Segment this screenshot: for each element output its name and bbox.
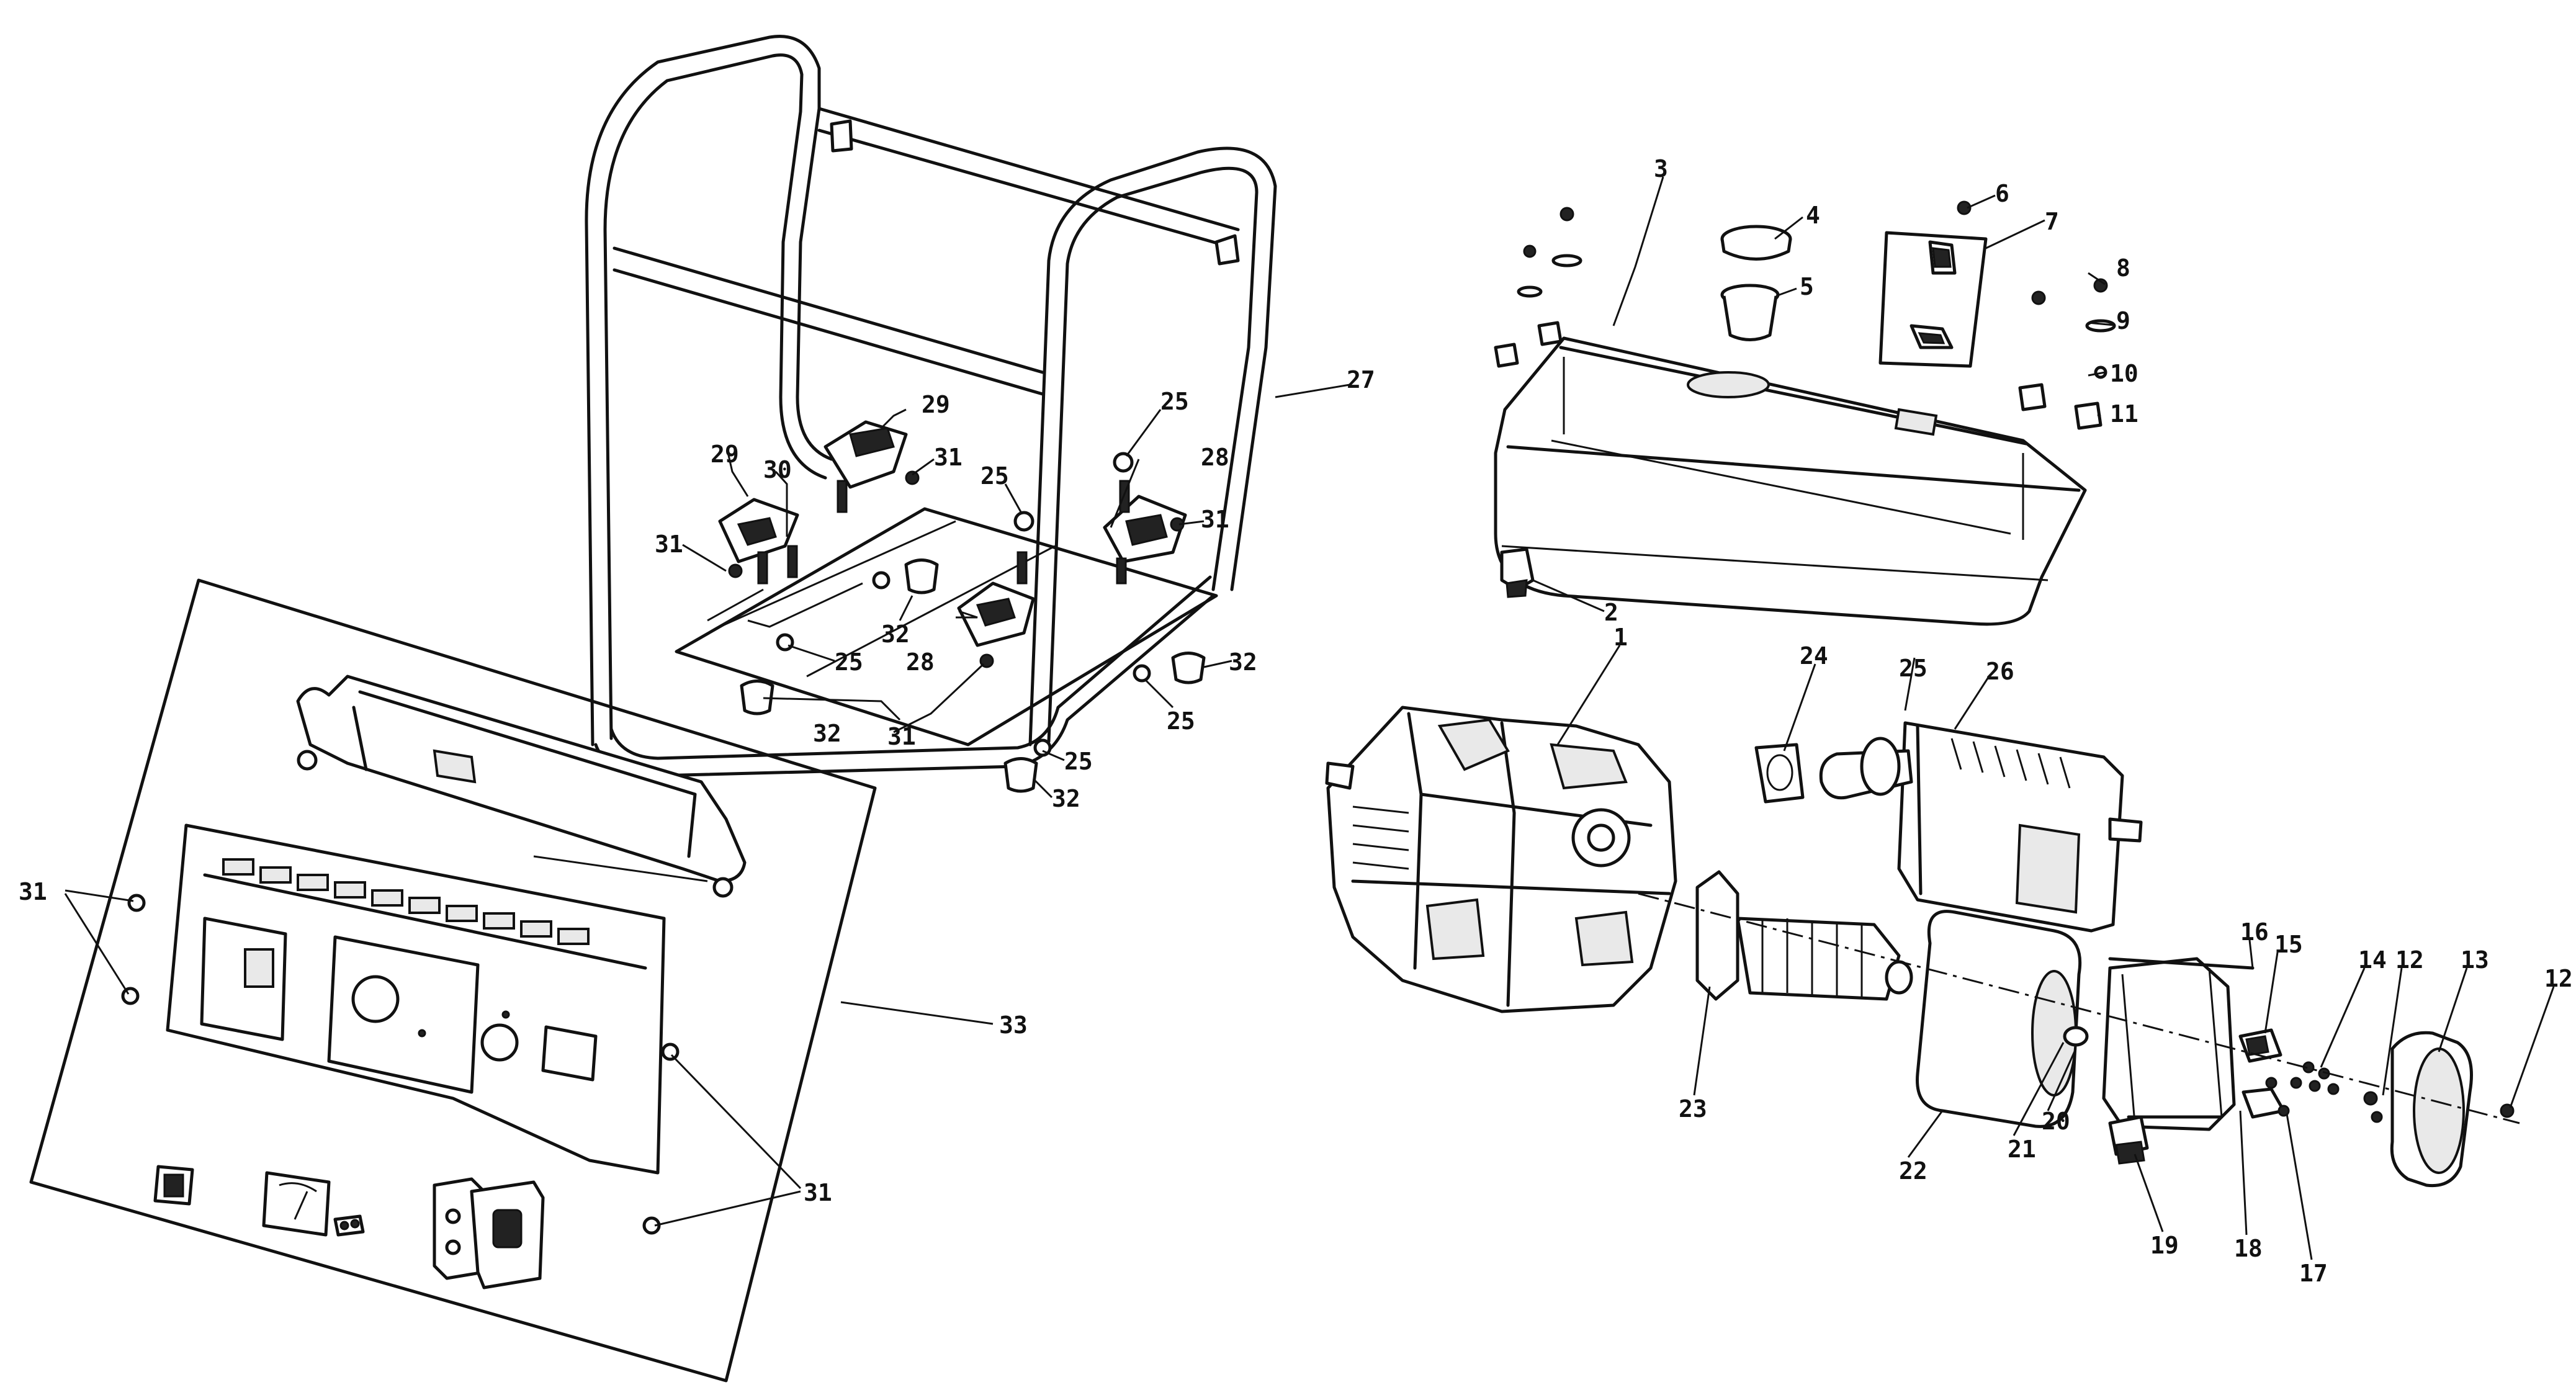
engine-mounts: [718, 420, 1187, 647]
callout-28: 28: [1201, 444, 1229, 471]
callout-12: 12: [2544, 965, 2573, 992]
callout-10: 10: [2110, 360, 2138, 387]
callout-6: 6: [1995, 180, 2009, 207]
panel-fuse: [333, 1214, 365, 1237]
rubber-feet: [740, 558, 1206, 793]
callout-16: 16: [2240, 918, 2269, 946]
callout-23: 23: [1679, 1095, 1707, 1123]
callout-25: 25: [981, 462, 1009, 490]
callout-4: 4: [1806, 202, 1820, 229]
callout-31: 31: [19, 878, 47, 905]
stator: [1916, 910, 2082, 1128]
panel-switch: [153, 1165, 194, 1206]
callout-1: 1: [1613, 624, 1628, 651]
control-panel-group: [29, 578, 877, 1383]
frame-assembly: [585, 35, 1277, 778]
callout-32: 32: [1052, 785, 1080, 812]
callout-31: 31: [804, 1179, 832, 1206]
callout-25: 25: [1899, 655, 1928, 682]
callout-20: 20: [2042, 1108, 2070, 1135]
fuel-valve: [1500, 547, 1535, 598]
panel-screws: [121, 894, 680, 1235]
fuel-strainer: [1720, 284, 1780, 341]
callout-17: 17: [2299, 1260, 2328, 1287]
callout-12: 12: [2395, 946, 2424, 974]
callout-8: 8: [2116, 254, 2130, 282]
callout-33: 33: [999, 1011, 1028, 1039]
callout-32: 32: [1229, 648, 1257, 676]
fuel-tank: [1494, 336, 2087, 626]
callout-29: 29: [711, 441, 739, 468]
callout-29: 29: [922, 391, 950, 418]
callout-21: 21: [2008, 1136, 2036, 1163]
callout-25: 25: [1167, 707, 1195, 735]
callout-31: 31: [1201, 506, 1229, 533]
callout-19: 19: [2150, 1232, 2179, 1259]
panel-receptacles: [433, 1177, 545, 1289]
leader-lines: [64, 176, 2555, 1260]
callout-13: 13: [2461, 946, 2489, 974]
callout-31: 31: [655, 531, 683, 558]
callout-31: 31: [887, 723, 916, 750]
fuel-cap: [1720, 225, 1792, 261]
callout-numbers: 1 2 3 4 5 6 7 8 9 10 11 12 12 13 14 15 1…: [19, 155, 2573, 1287]
panel-voltmeter: [262, 1171, 331, 1237]
callout-27: 27: [1347, 366, 1375, 393]
callout-9: 9: [2116, 307, 2130, 334]
generator-axis: [1638, 892, 2520, 1124]
callout-25: 25: [1064, 748, 1093, 775]
panel-face: [166, 823, 666, 1175]
fuel-gauge-assembly: [1878, 231, 1988, 368]
callout-28: 28: [906, 648, 935, 676]
panel-housing: [296, 675, 747, 898]
callout-25: 25: [835, 648, 863, 676]
callout-18: 18: [2234, 1235, 2263, 1262]
diode-terminals: [2265, 1061, 2340, 1117]
callout-2: 2: [1604, 599, 1618, 626]
callout-25: 25: [1160, 388, 1189, 415]
brush-holder: [2238, 1028, 2286, 1119]
callout-3: 3: [1654, 155, 1668, 182]
callout-22: 22: [1899, 1157, 1928, 1185]
callout-26: 26: [1986, 658, 2014, 685]
callout-15: 15: [2274, 931, 2303, 958]
rotor: [1695, 870, 1913, 1001]
callout-11: 11: [2110, 400, 2138, 428]
end-cover: [2363, 1031, 2515, 1188]
callout-5: 5: [1800, 273, 1814, 300]
muffler-gasket: [1754, 743, 1805, 804]
callout-14: 14: [2358, 946, 2387, 974]
frame-fasteners: [728, 452, 1185, 757]
rear-end-cover: [2063, 957, 2255, 1165]
callout-32: 32: [881, 621, 910, 648]
callout-24: 24: [1800, 642, 1828, 670]
muffler: [1819, 721, 2143, 933]
tank-fasteners: [1494, 200, 2116, 430]
callout-32: 32: [813, 720, 841, 747]
engine: [1325, 706, 1677, 1013]
callout-30: 30: [763, 456, 792, 483]
callout-7: 7: [2045, 208, 2059, 235]
callout-31: 31: [934, 444, 963, 471]
